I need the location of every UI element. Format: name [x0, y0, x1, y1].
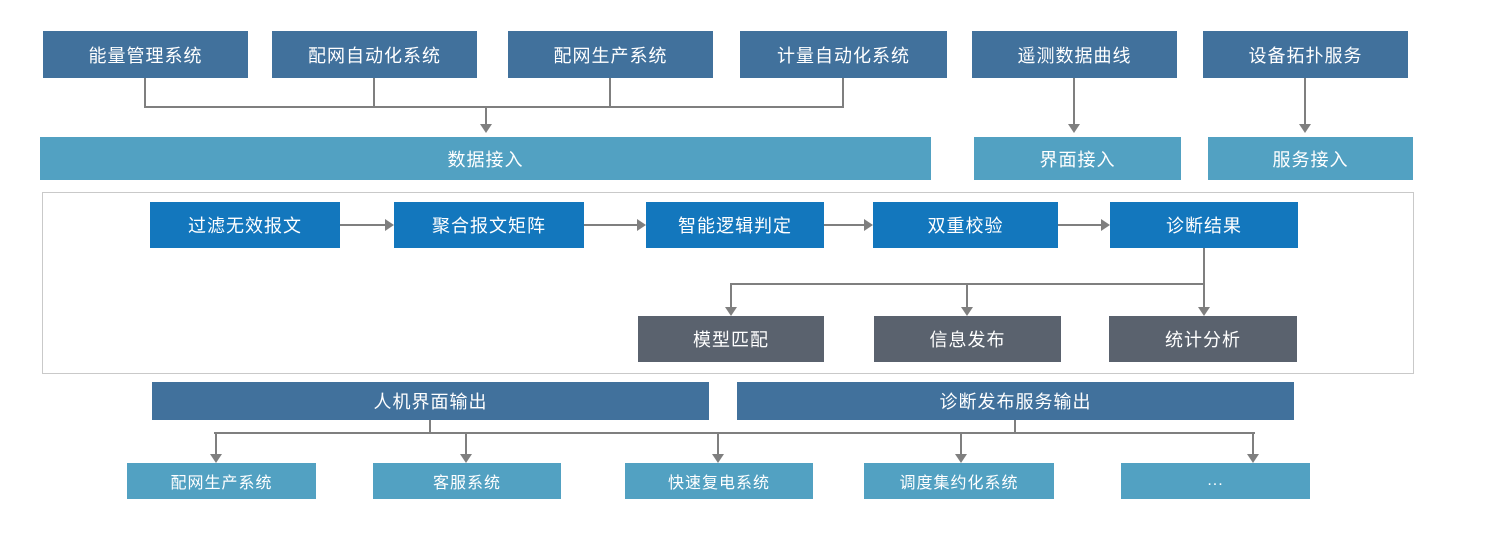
connector-hline	[214, 432, 1255, 434]
connector-vline	[609, 78, 611, 108]
connector-vline	[1014, 420, 1016, 434]
connector-hline	[824, 224, 864, 226]
flow-box-double-verification: 双重校验	[873, 202, 1058, 248]
connector-vline	[960, 432, 962, 454]
source-box-metering-automation: 计量自动化系统	[740, 31, 947, 78]
arrow-right-icon	[637, 219, 646, 231]
target-box-dispatch-intensification: 调度集约化系统	[864, 463, 1054, 499]
arrow-right-icon	[385, 219, 394, 231]
arrow-down-icon	[961, 307, 973, 316]
access-bar-data: 数据接入	[40, 137, 931, 180]
connector-hline	[584, 224, 637, 226]
arrow-down-icon	[725, 307, 737, 316]
source-box-distribution-automation: 配网自动化系统	[272, 31, 477, 78]
connector-vline	[465, 432, 467, 454]
arrow-down-icon	[480, 124, 492, 133]
connector-vline	[730, 283, 732, 307]
connector-vline	[1203, 248, 1205, 285]
connector-vline	[966, 283, 968, 307]
connector-vline	[1304, 78, 1306, 125]
arrow-down-icon	[955, 454, 967, 463]
source-box-energy-management: 能量管理系统	[43, 31, 248, 78]
connector-vline	[1203, 285, 1205, 307]
flow-box-intelligent-logic-judgment: 智能逻辑判定	[646, 202, 824, 248]
output-bar-diagnosis-publish-service: 诊断发布服务输出	[737, 382, 1294, 420]
arrow-down-icon	[1247, 454, 1259, 463]
connector-vline	[429, 420, 431, 434]
flow-box-aggregate-message-matrix: 聚合报文矩阵	[394, 202, 584, 248]
arrow-down-icon	[1068, 124, 1080, 133]
connector-vline	[842, 78, 844, 108]
connector-hline	[144, 106, 844, 108]
arrow-down-icon	[1299, 124, 1311, 133]
connector-vline	[144, 78, 146, 108]
connector-vline	[1073, 78, 1075, 125]
source-box-telemetry-curve: 遥测数据曲线	[972, 31, 1177, 78]
target-box-customer-service: 客服系统	[373, 463, 561, 499]
arrow-down-icon	[460, 454, 472, 463]
result-box-statistical-analysis: 统计分析	[1109, 316, 1297, 362]
connector-vline	[717, 432, 719, 454]
flow-box-filter-invalid-messages: 过滤无效报文	[150, 202, 340, 248]
arrow-right-icon	[1101, 219, 1110, 231]
connector-vline	[1252, 432, 1254, 454]
target-box-rapid-power-restoration: 快速复电系统	[625, 463, 813, 499]
source-box-distribution-production: 配网生产系统	[508, 31, 713, 78]
connector-hline	[340, 224, 385, 226]
connector-hline	[1058, 224, 1101, 226]
connector-vline	[485, 106, 487, 125]
connector-vline	[215, 432, 217, 454]
result-box-model-matching: 模型匹配	[638, 316, 824, 362]
arrow-down-icon	[712, 454, 724, 463]
arrow-down-icon	[210, 454, 222, 463]
source-box-device-topology: 设备拓扑服务	[1203, 31, 1408, 78]
access-bar-interface: 界面接入	[974, 137, 1181, 180]
target-box-ellipsis: ...	[1121, 463, 1310, 499]
access-bar-service: 服务接入	[1208, 137, 1413, 180]
output-bar-hmi: 人机界面输出	[152, 382, 709, 420]
connector-vline	[373, 78, 375, 108]
result-box-information-release: 信息发布	[874, 316, 1061, 362]
arrow-down-icon	[1198, 307, 1210, 316]
flow-box-diagnosis-result: 诊断结果	[1110, 202, 1298, 248]
arrow-right-icon	[864, 219, 873, 231]
target-box-distribution-production: 配网生产系统	[127, 463, 316, 499]
